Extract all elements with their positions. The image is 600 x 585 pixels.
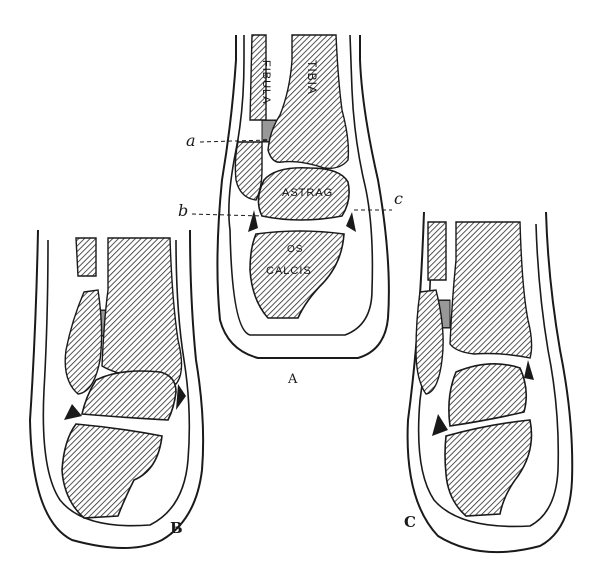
astragalus-label: ASTRAG xyxy=(282,187,333,199)
panel-a-os-calcis xyxy=(249,230,345,319)
panel-a-astragalus xyxy=(257,166,350,221)
panel-b-astragalus xyxy=(81,370,177,421)
panel-b-joint-right xyxy=(176,384,186,410)
panel-a-diagram: FIBULA TIBIA ASTRAG OS CALCIS a b c A xyxy=(178,34,403,387)
panel-a-caption: A xyxy=(287,372,298,387)
panel-c-astragalus xyxy=(448,363,528,427)
panel-a-tibia xyxy=(267,34,350,170)
os-label: OS xyxy=(287,244,303,255)
label-a: a xyxy=(186,131,196,150)
panel-c-os-calcis xyxy=(444,419,533,517)
label-b: b xyxy=(178,201,188,220)
panel-b-os-calcis xyxy=(61,423,163,519)
panel-b-inner-outline xyxy=(42,239,191,527)
panel-b-diagram: B xyxy=(28,229,205,549)
panel-c-joint-right xyxy=(524,360,534,380)
panel-a-joint-right xyxy=(346,212,356,232)
tibia-label: TIBIA xyxy=(305,60,319,95)
panel-c-joint-left xyxy=(432,414,448,436)
leader-b xyxy=(191,213,263,217)
panel-c-fibula xyxy=(427,221,447,281)
panel-c-caption: C xyxy=(404,513,416,531)
panel-c-diagram: C xyxy=(404,211,574,554)
panel-a-joint-left xyxy=(248,210,258,232)
panel-c-tibia xyxy=(449,221,533,359)
panel-b-lateral-malleolus xyxy=(64,289,103,395)
panel-c-skin-outline xyxy=(406,211,574,554)
panel-a-skin-outline xyxy=(216,35,390,359)
panel-b-tibia xyxy=(101,237,183,385)
panel-b-fibula xyxy=(75,237,97,277)
panel-c-lateral-malleolus xyxy=(415,289,444,395)
fibula-label: FIBULA xyxy=(260,60,272,105)
panel-b-skin-outline xyxy=(28,229,205,549)
label-c: c xyxy=(394,189,403,208)
panel-a-lateral-malleolus xyxy=(234,141,263,201)
leader-a xyxy=(199,139,269,143)
calcis-label: CALCIS xyxy=(266,265,312,277)
panel-b-joint-left xyxy=(64,404,82,420)
panel-b-caption: B xyxy=(170,519,183,537)
